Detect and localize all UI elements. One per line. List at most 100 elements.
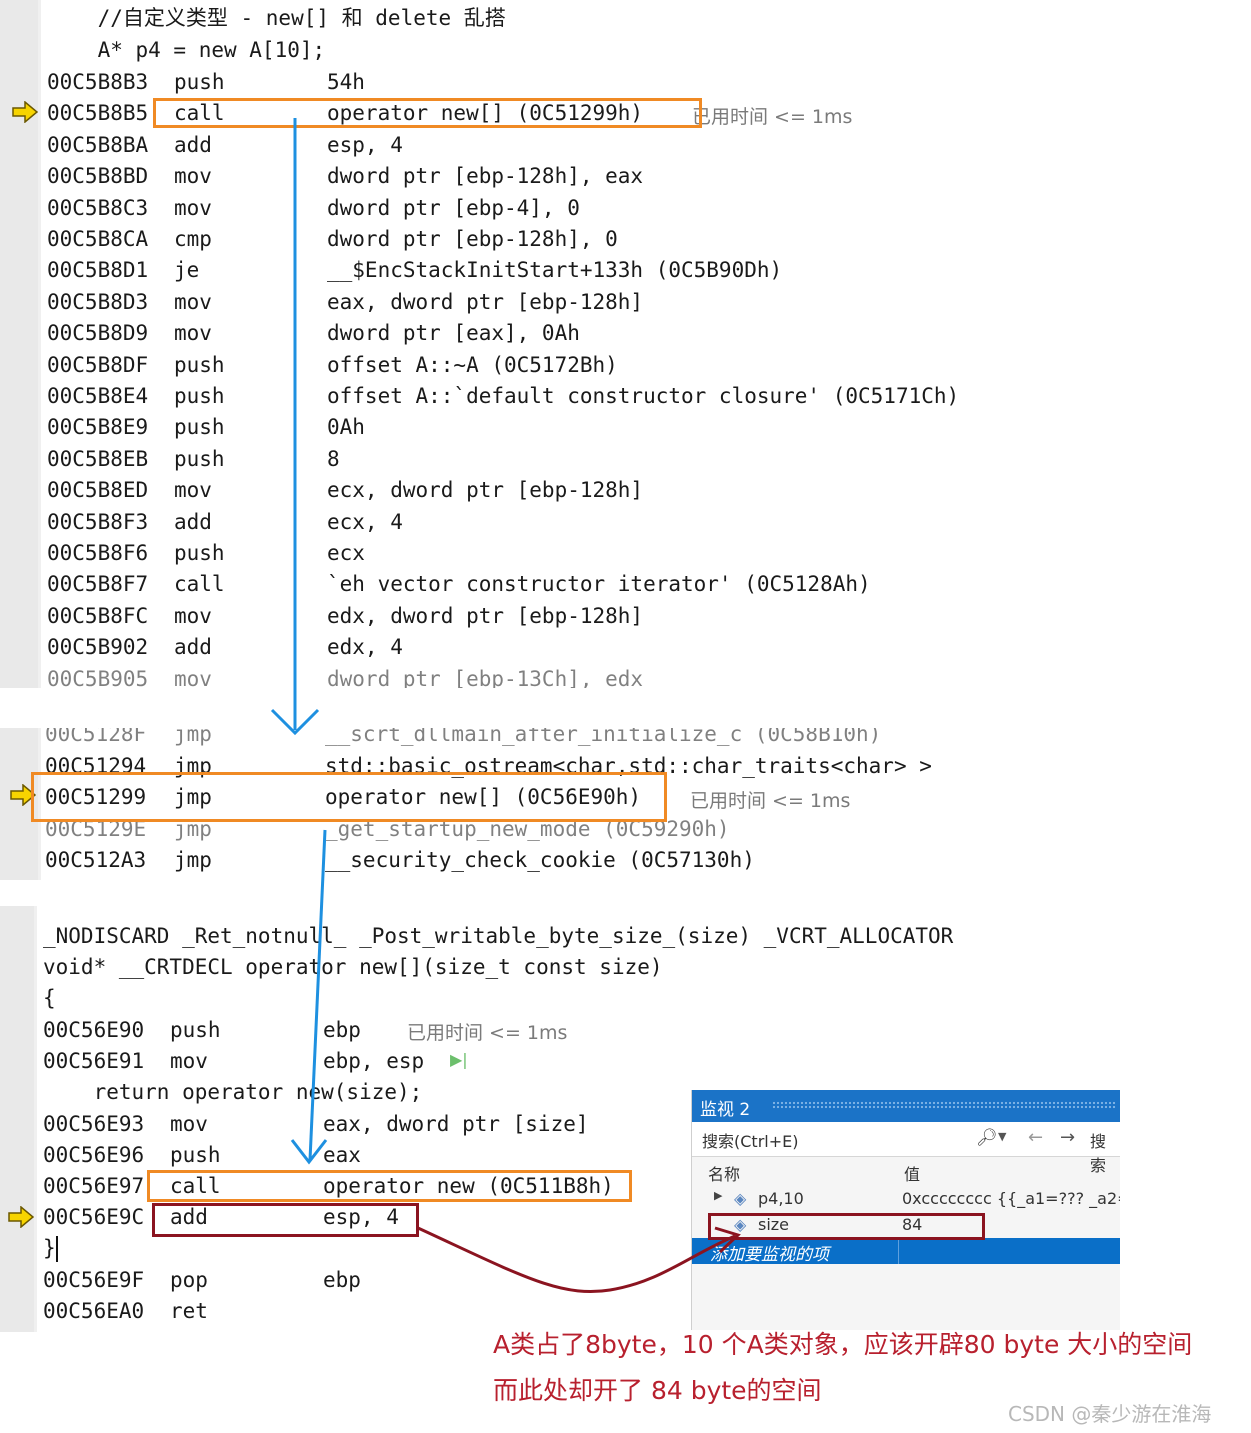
blue-arrow-1-head [270, 708, 320, 736]
asm-row[interactable]: 00C51299 jmp operator new[] (0C56E90h) [0, 781, 1200, 813]
column-name-header[interactable]: 名称 [708, 1165, 741, 1184]
watch-item-value[interactable]: 84 [902, 1215, 923, 1234]
watch-title-bar[interactable]: 监视 2 [692, 1090, 1120, 1122]
asm-address: 00C5B8E9 [47, 415, 149, 440]
asm-mnemonic: jmp [174, 785, 212, 809]
asm-mnemonic: push [170, 1018, 221, 1042]
asm-operands: dword ptr [ebp-128h], 0 [327, 227, 618, 251]
asm-address: 00C51299 [45, 785, 147, 809]
asm-row[interactable]: 00C5B8B3 push 54h [0, 66, 1200, 98]
margin-line [38, 0, 41, 688]
asm-address: 00C56E93 [43, 1112, 145, 1136]
source-line: { [43, 986, 56, 1010]
asm-address: 00C5B8ED [47, 478, 149, 503]
title-grip [772, 1101, 1116, 1109]
add-watch-item-row[interactable]: 添加要监视的项 [692, 1238, 1120, 1265]
asm-row[interactable]: 00C56E93 mov eax, dword ptr [size] [0, 1108, 1200, 1140]
asm-operands: operator new[] (0C56E90h) [325, 785, 642, 809]
asm-mnemonic: push [174, 352, 225, 377]
asm-address: 00C5B8B3 [47, 70, 149, 94]
current-instruction-arrow-icon [8, 1206, 34, 1228]
run-to-cursor-icon[interactable]: ▶| [450, 1050, 468, 1069]
search-previous-icon[interactable]: ← [1028, 1127, 1044, 1148]
asm-address: 00C5128F [45, 728, 147, 746]
asm-operands: dword ptr [ebp-13Ch], edx [327, 666, 644, 688]
asm-address: 00C5B8CA [47, 227, 149, 251]
search-next-icon[interactable]: → [1060, 1127, 1076, 1148]
expand-arrow-icon[interactable]: ▶ [714, 1189, 723, 1202]
asm-mnemonic: jmp [174, 848, 212, 872]
column-separator [898, 1238, 899, 1264]
margin-line [34, 906, 37, 1332]
watch-window[interactable]: 监视 2 搜索(Ctrl+E) 🔎︎ ▼ ← → 搜索 名称 值 ▶ ◈ p4,… [691, 1090, 1120, 1330]
asm-operands: offset A::~A (0C5172Bh) [327, 352, 618, 377]
asm-mnemonic: mov [174, 666, 212, 688]
asm-mnemonic: mov [174, 478, 212, 503]
search-input[interactable]: 搜索(Ctrl+E) [702, 1132, 799, 1151]
asm-mnemonic: mov [174, 195, 212, 220]
asm-address: 00C5B905 [47, 666, 149, 688]
asm-mnemonic: mov [170, 1049, 208, 1073]
chevron-down-icon[interactable]: ▼ [998, 1130, 1007, 1143]
column-value-header[interactable]: 值 [904, 1165, 921, 1184]
asm-address: 00C56E96 [43, 1143, 145, 1167]
asm-address: 00C5B8D1 [47, 258, 149, 283]
asm-row[interactable]: 00C5B905 mov dword ptr [ebp-13Ch], edx [0, 663, 1200, 688]
watch-search-bar[interactable]: 搜索(Ctrl+E) 🔎︎ ▼ ← → 搜索 [692, 1122, 1120, 1175]
asm-mnemonic: push [174, 70, 225, 94]
source-line: } [43, 1236, 56, 1260]
asm-operands: eax, dword ptr [size] [323, 1112, 589, 1136]
asm-operands: dword ptr [eax], 0Ah [327, 321, 580, 346]
disassembly-panel-caller: //自定义类型 - new[] 和 delete 乱搭 A* p4 = new … [0, 0, 1251, 688]
source-line: void* __CRTDECL operator new[](size_t co… [43, 955, 663, 979]
asm-mnemonic: mov [170, 1112, 208, 1136]
watch-row-p4[interactable]: ▶ ◈ p4,10 0xcccccccc {{_a1=??? _a2= [692, 1186, 1120, 1212]
blue-arrow-2 [308, 829, 327, 1161]
add-watch-item-placeholder[interactable]: 添加要监视的项 [710, 1245, 829, 1265]
asm-operands: dword ptr [ebp-4], 0 [327, 195, 580, 220]
breakpoint-gutter[interactable] [0, 906, 34, 1332]
watermark: CSDN @秦少游在淮海 [1008, 1402, 1212, 1426]
highlight-call-operator-new [147, 1170, 632, 1202]
asm-mnemonic: ret [170, 1299, 208, 1323]
asm-operands: 54h [327, 70, 365, 94]
watch-column-headers: 名称 值 [692, 1156, 1120, 1184]
search-depth-label[interactable]: 搜索 [1090, 1132, 1107, 1175]
asm-mnemonic: jmp [174, 728, 212, 746]
asm-operands: `eh vector constructor iterator' (0C5128… [327, 572, 871, 597]
asm-address: 00C5B8F6 [47, 541, 149, 565]
watch-item-value[interactable]: 0xcccccccc {{_a1=??? _a2= [902, 1189, 1120, 1208]
highlight-jmp-operator-new-array [31, 772, 667, 822]
watch-row-size[interactable]: ◈ size 84 [692, 1212, 1120, 1238]
search-icon[interactable]: 🔎︎ [976, 1128, 998, 1148]
asm-mnemonic: call [174, 572, 225, 597]
perf-tip-elapsed: 已用时间 <= 1ms [690, 790, 851, 812]
